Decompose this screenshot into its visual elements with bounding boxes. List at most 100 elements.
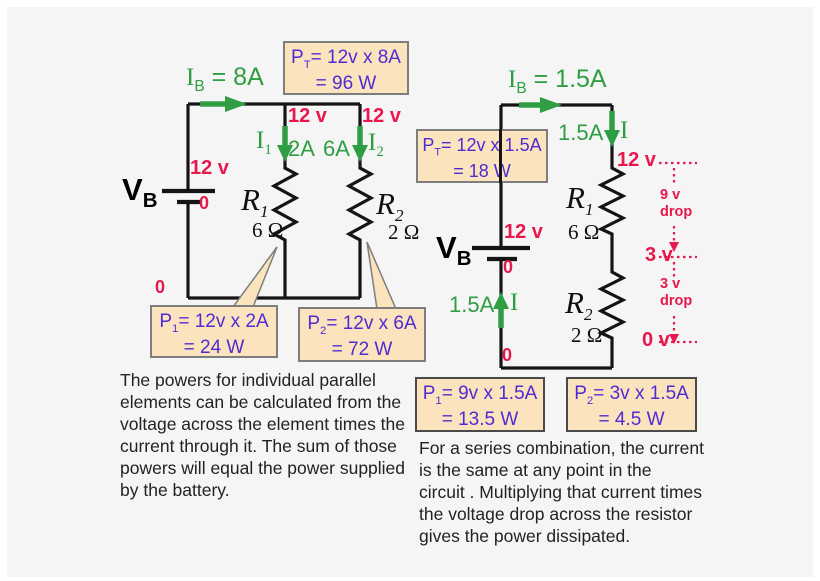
voltage-drop-dotted-lines — [659, 161, 697, 344]
resistor-zigzags-right — [597, 105, 627, 368]
parallel-caption: The powers for individual parallel eleme… — [120, 370, 406, 500]
power-result: = 96 W — [315, 72, 377, 94]
power-symbol: P — [291, 47, 304, 68]
power-symbol: P — [422, 383, 436, 404]
p2-power-box-left: P2= 12v x 6A = 72 W — [298, 307, 426, 362]
right-battery-name: VB — [436, 230, 472, 271]
current-subscript: B — [516, 80, 527, 97]
current-subscript: B — [194, 78, 205, 95]
left-ground-zero: 0 — [155, 277, 166, 297]
right-ground-zero: 0 — [502, 345, 513, 365]
voltage-subscript: B — [456, 247, 472, 271]
left-battery-name: VB — [122, 172, 158, 213]
r1-value-right: 6 Ω — [568, 220, 600, 244]
current-arrow-head-down — [604, 130, 620, 147]
resistor-subscript: 1 — [584, 200, 594, 220]
resistor-symbol: R — [565, 285, 584, 320]
power-result: = 18 W — [453, 160, 511, 181]
dotted-arrow-head-down — [669, 334, 679, 344]
voltage-subscript: B — [142, 189, 158, 213]
series-current-up-symbol: I — [510, 289, 519, 316]
parallel-circuit-wires — [186, 102, 375, 300]
r2-value-left: 2 Ω — [388, 220, 420, 244]
series-current-down-value: 1.5A — [558, 120, 604, 145]
current-arrow-head-up — [493, 292, 509, 309]
power-subscript: 1 — [172, 322, 179, 335]
power-result: = 4.5 W — [598, 408, 665, 430]
total-power-box-left: PT= 12v x 8A = 96 W — [283, 41, 409, 95]
power-subscript: 2 — [320, 324, 327, 337]
power-result: = 24 W — [183, 336, 245, 358]
callout-pointers-left — [231, 241, 398, 310]
dotted-arrow-head-down — [669, 242, 679, 252]
current-symbol: I — [256, 127, 265, 154]
current-symbol: I — [508, 66, 517, 93]
left-battery-zero: 0 — [199, 193, 210, 213]
left-battery-voltage: 12 v — [190, 157, 229, 179]
series-mid-voltage: 3 v — [645, 244, 673, 266]
power-subscript: T — [303, 58, 311, 71]
power-symbol: P — [307, 313, 321, 334]
i2-current-value: 6A — [323, 136, 350, 161]
r1-label-right: R1 — [566, 180, 594, 220]
power-symbol: P — [159, 311, 173, 332]
r2-value-right: 2 Ω — [571, 323, 603, 347]
i2-current-symbol: I2 — [368, 129, 384, 161]
voltage-symbol: V — [436, 230, 457, 265]
battery-symbol-right — [472, 245, 530, 262]
power-subscript: 2 — [586, 394, 594, 407]
power-subscript: 1 — [435, 394, 442, 407]
power-symbol: P — [574, 383, 587, 404]
power-expression: = 12v x 1.5A — [441, 135, 542, 155]
right-battery-voltage: 12 v — [504, 221, 543, 243]
power-equation: P1= 9v x 1.5A — [417, 383, 543, 407]
p2-power-box-right: P2= 3v x 1.5A = 4.5 W — [566, 377, 697, 432]
diagram-background — [7, 7, 813, 577]
dotted-arrow-heads — [669, 242, 679, 344]
power-result: = 13.5 W — [441, 408, 519, 430]
r1-value-left: 6 Ω — [252, 218, 284, 242]
resistor-symbol: R — [241, 182, 260, 217]
current-arrow-head-down — [352, 145, 368, 162]
power-equation: PT= 12v x 8A — [285, 47, 407, 71]
branch1-voltage-label: 12 v — [288, 105, 327, 127]
drop-9v-label: 9 v drop — [660, 187, 693, 220]
resistor-symbol: R — [566, 180, 585, 215]
current-arrows-left — [200, 96, 368, 162]
p1-power-box-right: P1= 9v x 1.5A = 13.5 W — [415, 377, 545, 432]
power-symbol: P — [422, 135, 435, 155]
i1-current-value: 2A — [288, 136, 315, 161]
resistor-zigzag-r1-left — [270, 104, 300, 298]
resistor-subscript: 1 — [259, 202, 269, 222]
resistor-subscript: 2 — [394, 206, 404, 226]
total-power-box-right: PT= 12v x 1.5A = 18 W — [416, 129, 548, 183]
right-battery-current-label: IB = 1.5A — [508, 66, 607, 97]
p1-power-box-left: P1= 12v x 2A = 24 W — [150, 305, 278, 358]
power-expression: = 12v x 6A — [326, 313, 417, 334]
series-current-down-symbol: I — [620, 117, 629, 144]
current-arrow-head-right — [540, 97, 562, 113]
resistor-zigzag-r2-left — [345, 104, 375, 298]
r2-label-left: R2 — [376, 186, 404, 226]
r2-label-right: R2 — [565, 285, 593, 325]
branch2-voltage-label: 12 v — [362, 105, 401, 127]
power-expression: = 3v x 1.5A — [593, 383, 689, 404]
current-arrow-head-right — [225, 96, 247, 112]
series-caption: For a series combination, the current is… — [419, 438, 704, 546]
series-current-up-value: 1.5A — [449, 292, 495, 317]
voltage-symbol: V — [122, 172, 143, 207]
power-equation: P2= 12v x 6A — [300, 313, 424, 337]
series-bottom-voltage: 0 v — [642, 329, 670, 351]
resistor-symbol: R — [376, 186, 395, 221]
i1-current-symbol: I1 — [256, 127, 272, 159]
power-equation: P2= 3v x 1.5A — [568, 383, 695, 407]
battery-wire-overlay — [499, 129, 502, 183]
left-battery-current-label: IB = 8A — [186, 64, 264, 95]
resistor-subscript: 2 — [583, 305, 593, 325]
power-subscript: T — [434, 146, 442, 159]
current-symbol: I — [186, 64, 195, 91]
callout-pointer-p2 — [366, 241, 398, 310]
current-arrow-head-down — [277, 145, 293, 162]
